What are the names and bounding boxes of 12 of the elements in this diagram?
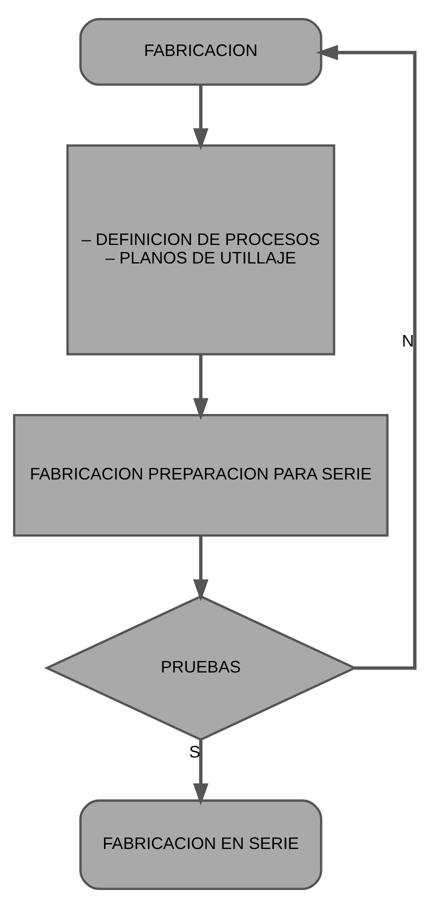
node-box: FABRICACION PREPARACION PARA SERIE [13,414,389,536]
edge-label: S [189,742,200,762]
node-box: – DEFINICION DE PROCESOS – PLANOS DE UTILLAJE [66,144,336,355]
arrow [193,739,208,805]
node-box: FABRICACION [79,17,322,86]
arrow [193,354,208,420]
arrow [193,84,208,150]
arrow [316,44,416,670]
node-box: FABRICACION EN SERIE [79,798,322,890]
arrow [193,535,208,601]
edge-label: N [402,330,414,350]
node-diamond: PRUEBAS [44,594,358,740]
